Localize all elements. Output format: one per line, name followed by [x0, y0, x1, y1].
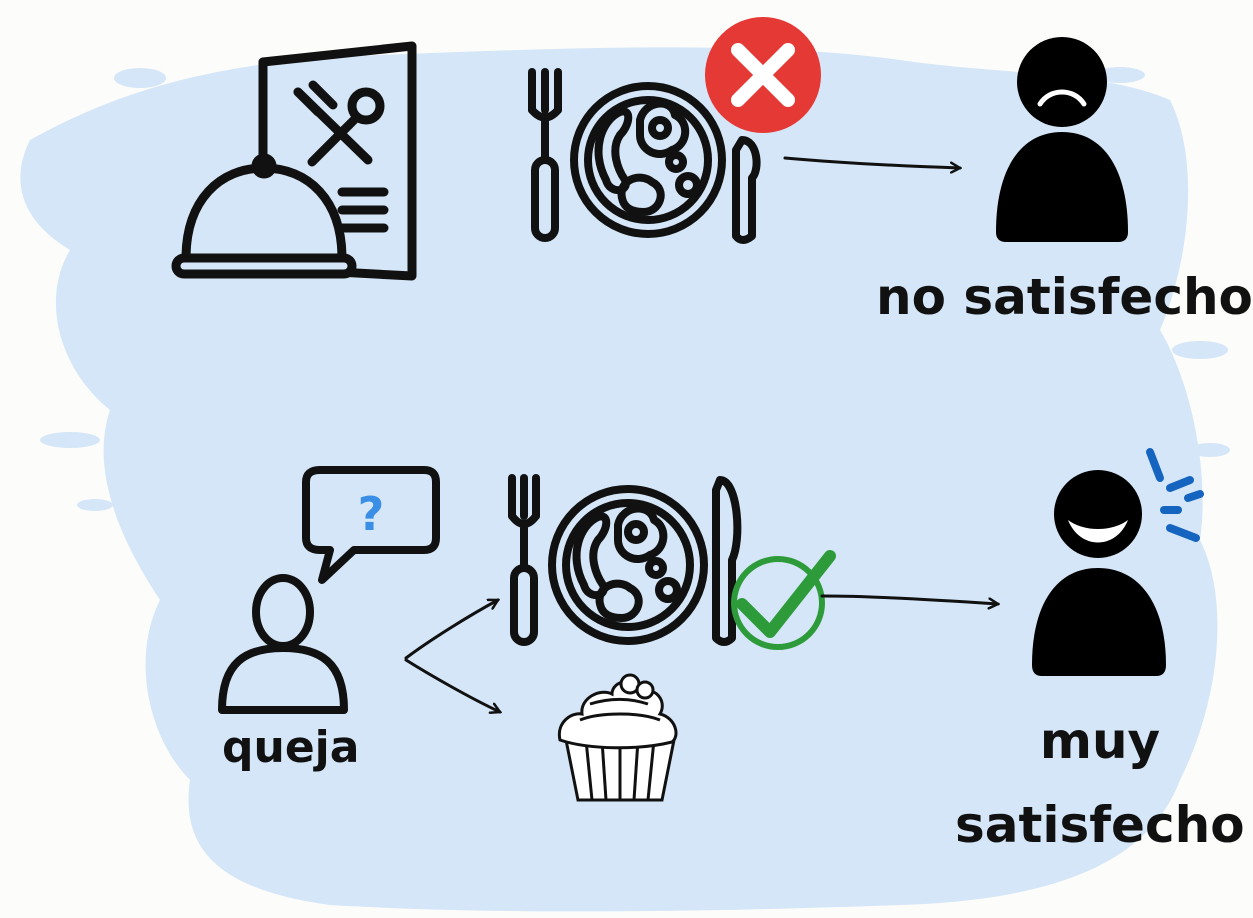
- green-check-icon: [731, 550, 836, 650]
- speech-bubble-icon: ?: [302, 466, 440, 584]
- outcome-label-very-line1: muy: [1039, 712, 1161, 770]
- plate-setting-icon: [508, 474, 742, 646]
- arrow-top: [783, 156, 960, 168]
- sad-person-icon: [996, 37, 1128, 242]
- complaining-person-icon: [218, 574, 348, 714]
- outcome-label-not-satisfied: no satisfecho: [876, 268, 1253, 326]
- sparkle-lines: [1146, 448, 1204, 542]
- complaint-label: queja: [222, 722, 360, 773]
- plate-setting-icon: [528, 68, 761, 244]
- cupcake-icon: [557, 673, 678, 802]
- arrow-bottom: [820, 594, 998, 604]
- happy-person-icon: [1032, 470, 1166, 676]
- menu-cloche-icon: [171, 41, 417, 281]
- outcome-label-very-line2: satisfecho: [955, 796, 1245, 854]
- red-x-icon: [705, 17, 821, 133]
- branch-arrows: [404, 598, 500, 712]
- question-mark: ?: [358, 487, 385, 541]
